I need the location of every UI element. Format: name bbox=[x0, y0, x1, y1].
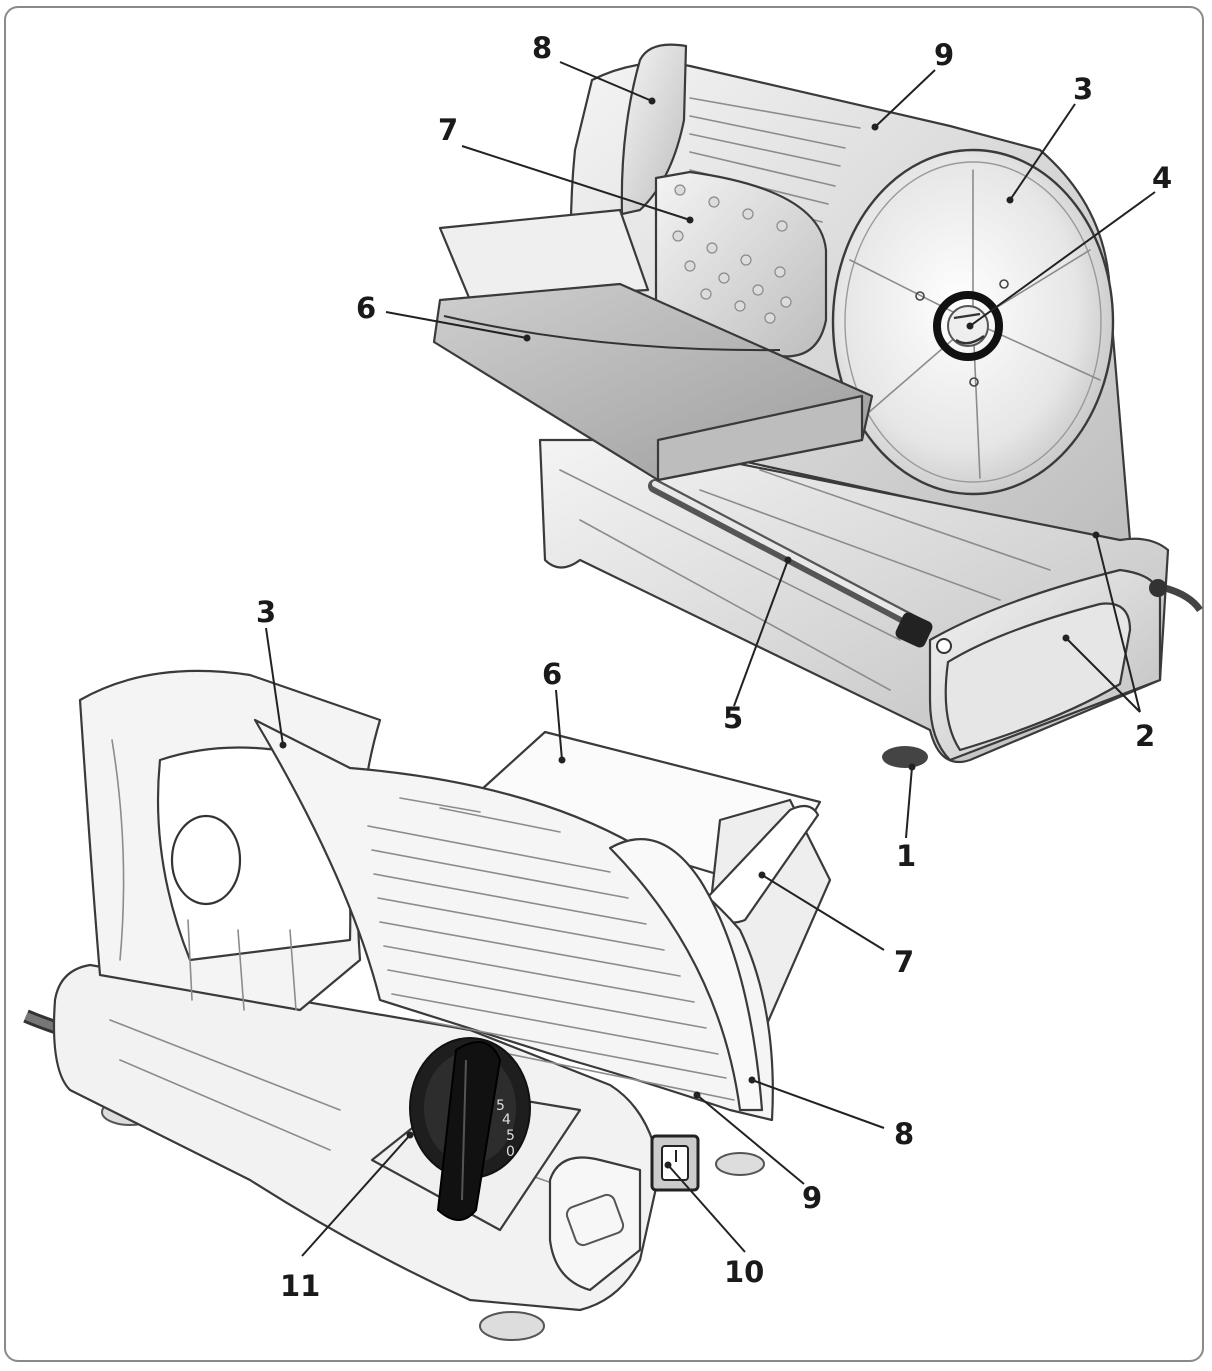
callout-label: 8 bbox=[894, 1117, 914, 1151]
callout-numbers: 8 9 3 4 7 6 5 2 1 3 6 7 8 9 10 11 bbox=[256, 31, 1172, 1303]
callout-label: 2 bbox=[1135, 719, 1155, 753]
callout-label: 8 bbox=[532, 31, 552, 65]
callout-label: 3 bbox=[1073, 72, 1093, 106]
callout-label: 5 bbox=[723, 701, 743, 735]
callout-label: 10 bbox=[724, 1255, 764, 1289]
callout-leaders bbox=[265, 61, 1156, 1257]
callout-label: 9 bbox=[802, 1181, 822, 1215]
bottom-slicer-illustration: 5 4 5 0 bbox=[23, 669, 832, 1341]
foot bbox=[882, 746, 928, 768]
callout-label: 3 bbox=[256, 595, 276, 629]
callout-label: 11 bbox=[280, 1269, 320, 1303]
callout-label: 4 bbox=[1152, 161, 1172, 195]
callout-label: 6 bbox=[356, 291, 376, 325]
callout-label: 7 bbox=[894, 945, 914, 979]
callout-label: 9 bbox=[934, 38, 954, 72]
dial-mark: 5 bbox=[496, 1098, 505, 1114]
callout-label: 7 bbox=[438, 113, 458, 147]
dial-mark: 0 bbox=[506, 1144, 515, 1160]
dial-markings: 5 4 5 0 bbox=[496, 1098, 515, 1160]
dial-mark: 4 bbox=[502, 1112, 511, 1128]
callout-label: 1 bbox=[896, 839, 916, 873]
dial-mark: 5 bbox=[506, 1128, 515, 1144]
callout-label: 6 bbox=[542, 657, 562, 691]
top-slicer-illustration bbox=[432, 43, 1203, 768]
